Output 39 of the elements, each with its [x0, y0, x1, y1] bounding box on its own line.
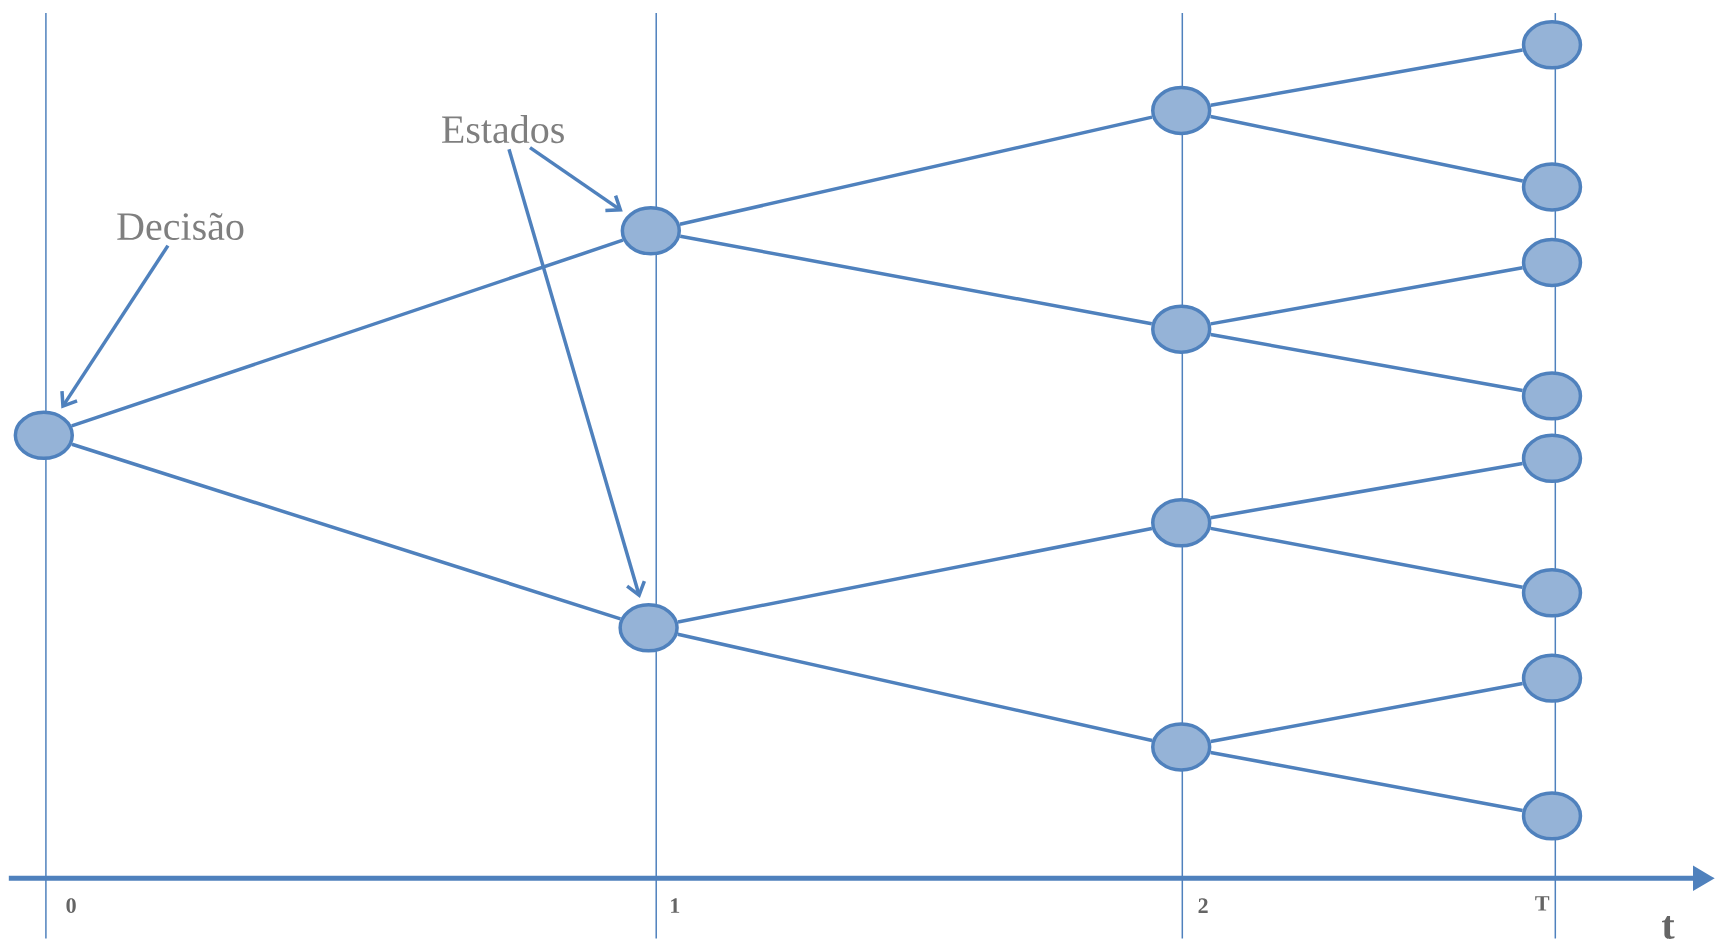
branch-line	[679, 234, 1153, 326]
branch-line	[1210, 681, 1523, 744]
branch-line	[1210, 332, 1523, 393]
branch-line	[1210, 114, 1524, 183]
state-node	[618, 603, 679, 653]
branch-line	[1210, 750, 1523, 813]
state-node	[1521, 791, 1583, 841]
state-node	[1521, 568, 1583, 618]
tick-label: 0	[66, 898, 76, 913]
state-node	[1521, 20, 1583, 70]
state-node	[13, 410, 74, 460]
state-node	[1151, 85, 1212, 136]
leader-arrow	[507, 148, 646, 598]
axis-label: t	[1662, 916, 1675, 939]
tick-label: 1	[671, 898, 680, 913]
branch-line	[1210, 526, 1523, 589]
branch-line	[1210, 48, 1523, 107]
state-node	[1151, 304, 1212, 354]
state-node	[1521, 162, 1583, 212]
state-node	[1151, 722, 1212, 772]
state-node	[1521, 653, 1583, 703]
state-node	[620, 206, 681, 256]
branch-line	[1210, 461, 1523, 520]
state-node	[1151, 498, 1212, 548]
branch-line	[677, 632, 1153, 743]
state-node	[1521, 237, 1583, 288]
annotation-text: Decisão	[117, 212, 244, 241]
branch-line	[71, 238, 624, 428]
branch-line	[1210, 266, 1523, 326]
annotation-text: Estados	[442, 115, 564, 144]
state-node	[1521, 371, 1583, 421]
state-node	[1521, 433, 1583, 483]
branch-line	[679, 115, 1153, 226]
tick-label: 2	[1198, 898, 1208, 913]
tick-label: T	[1535, 896, 1550, 911]
leader-arrow	[60, 244, 170, 409]
leader-arrow	[529, 146, 623, 213]
branch-line	[71, 442, 621, 621]
branch-line	[677, 526, 1153, 624]
